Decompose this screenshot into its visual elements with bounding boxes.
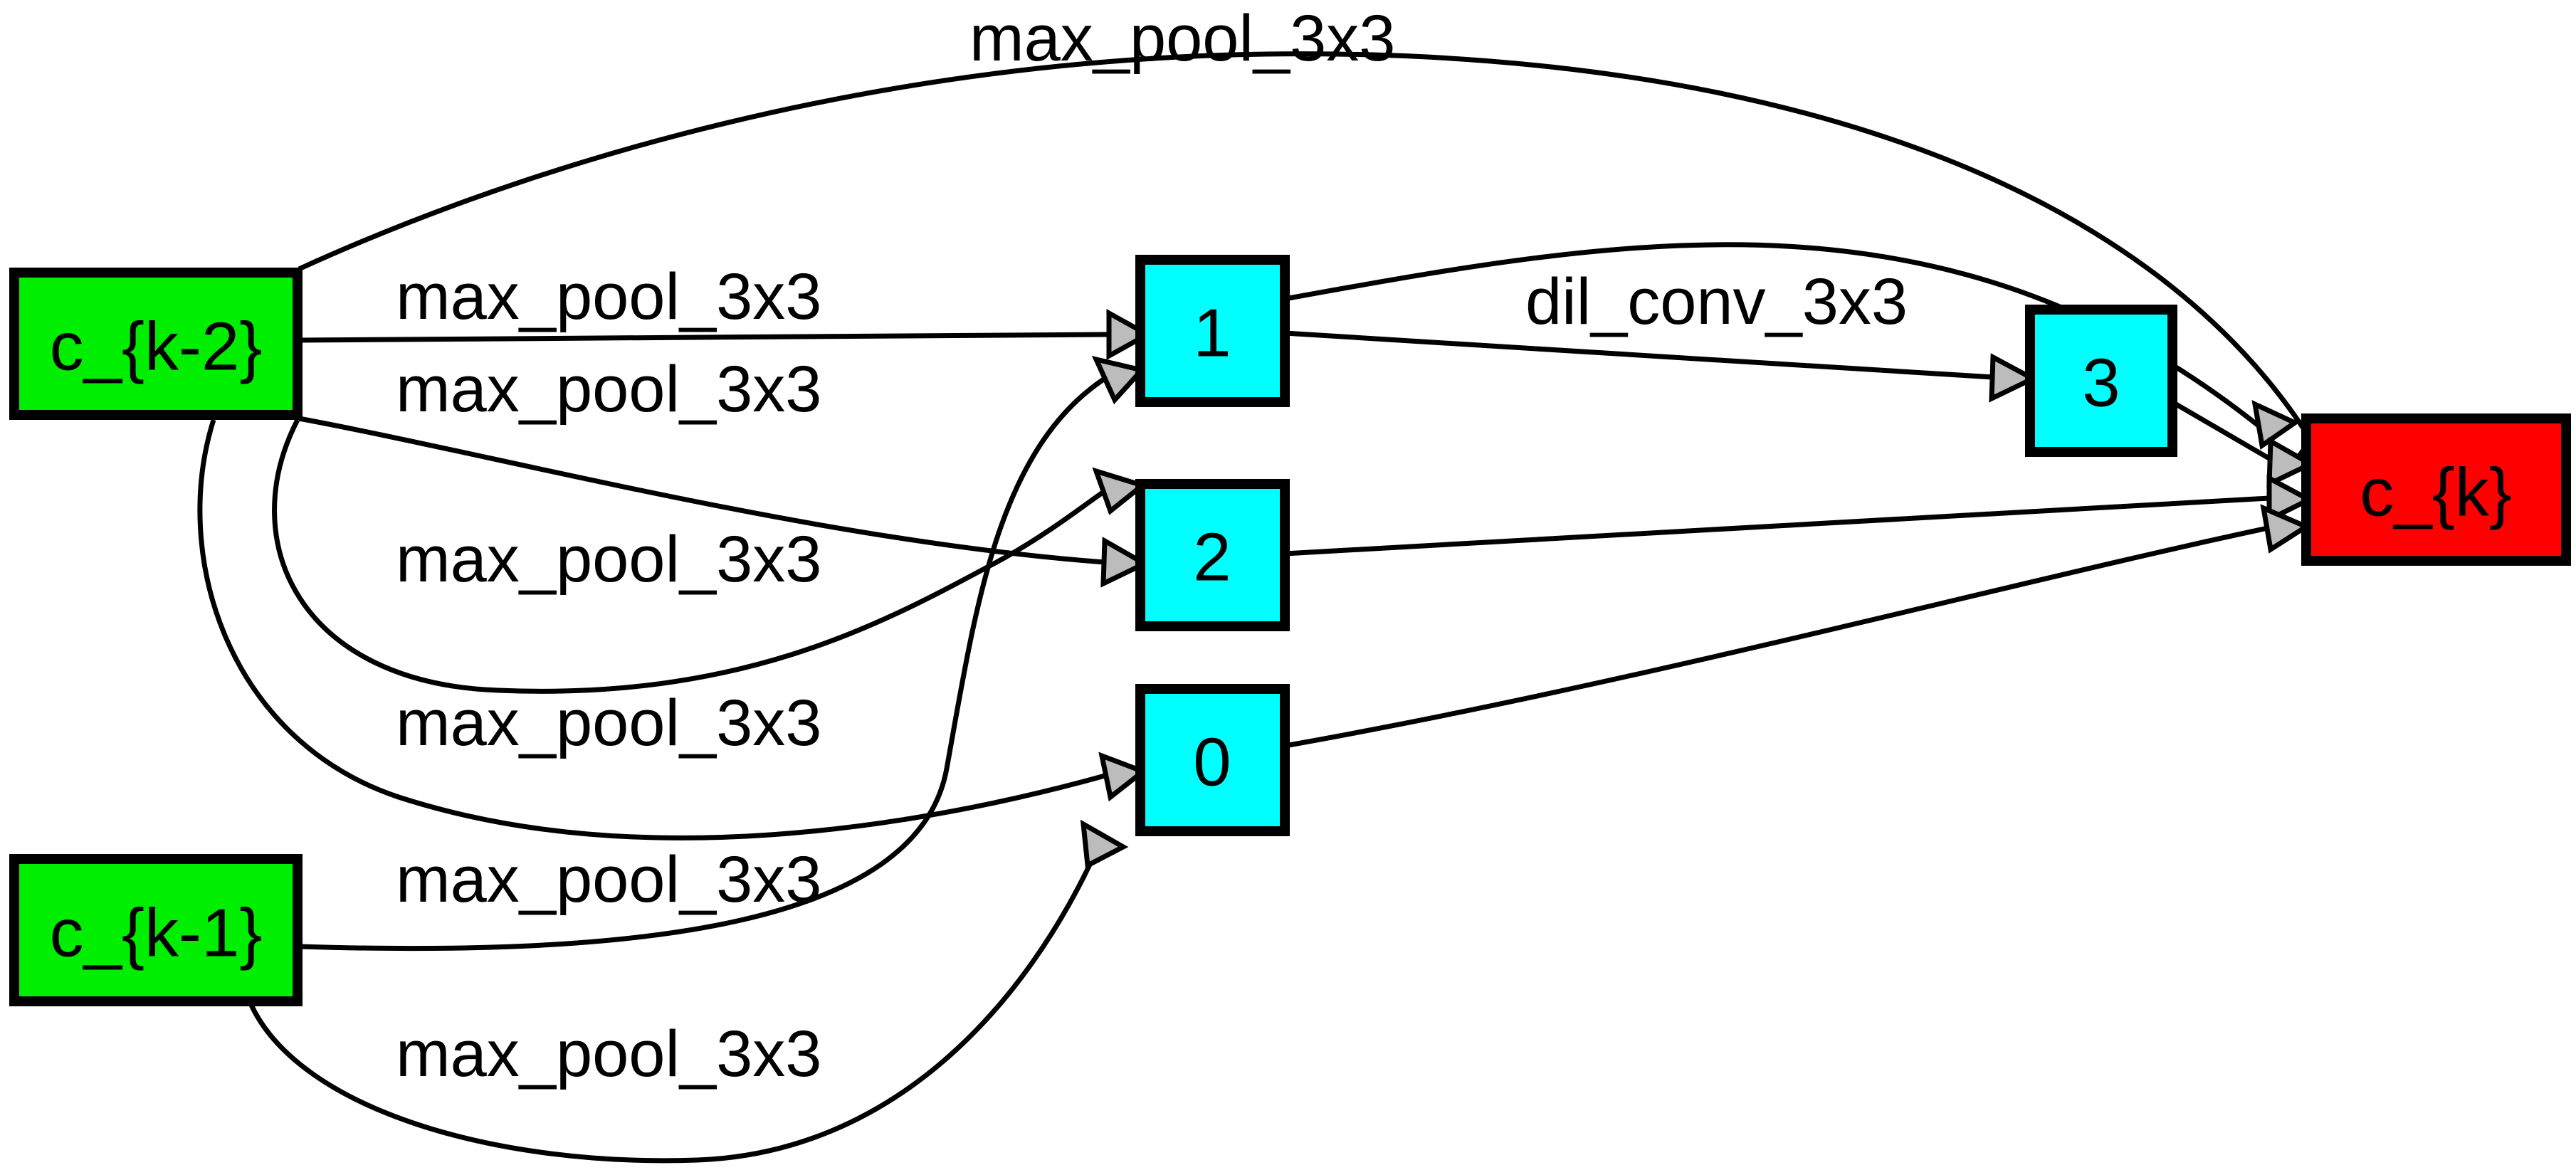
edge-ck2-to-n2-b bbox=[272, 418, 1148, 694]
node-1[interactable]: 1 bbox=[1135, 255, 1290, 407]
edge-n1-to-n3 bbox=[1284, 330, 2039, 403]
edge-n3-to-ck bbox=[2171, 399, 2316, 488]
edge-ck1-to-n1 bbox=[298, 355, 1147, 952]
node-3-label: 3 bbox=[2082, 345, 2120, 421]
edge-label-ck2-ck: max_pool_3x3 bbox=[969, 2, 1395, 75]
nodes-layer: c_{k-2} c_{k-1} 1 2 0 3 bbox=[9, 255, 2571, 1006]
edges-layer bbox=[197, 51, 2346, 1164]
node-1-label: 1 bbox=[1193, 295, 1231, 371]
node-2[interactable]: 2 bbox=[1135, 479, 1290, 631]
edge-label-ck1-n1: max_pool_3x3 bbox=[396, 843, 821, 916]
edge-ck2-to-n0 bbox=[197, 418, 1149, 840]
edge-label-ck2-n2-b: max_pool_3x3 bbox=[396, 523, 821, 596]
edge-ck2-to-n1-a bbox=[298, 309, 1153, 360]
edge-label-ck1-n0: max_pool_3x3 bbox=[396, 1018, 821, 1090]
node-0-label: 0 bbox=[1193, 724, 1231, 801]
edge-n0-to-ck bbox=[1284, 504, 2312, 749]
node-0[interactable]: 0 bbox=[1135, 684, 1290, 836]
edge-label-ck2-n1: max_pool_3x3 bbox=[396, 260, 821, 333]
edge-ck2-to-n2-a bbox=[298, 416, 1150, 588]
edge-n2-to-ck bbox=[1284, 474, 2315, 557]
edge-label-ck2-n2-a: max_pool_3x3 bbox=[396, 353, 821, 426]
edge-labels-layer: max_pool_3x3 max_pool_3x3 max_pool_3x3 m… bbox=[396, 2, 1908, 1090]
node-ck1[interactable]: c_{k-1} bbox=[9, 854, 303, 1006]
node-ck2-label: c_{k-2} bbox=[50, 309, 263, 385]
node-ck[interactable]: c_{k} bbox=[2301, 413, 2571, 566]
node-ck2[interactable]: c_{k-2} bbox=[9, 268, 303, 420]
edge-label-ck2-n0: max_pool_3x3 bbox=[396, 687, 821, 759]
node-3[interactable]: 3 bbox=[2025, 305, 2177, 457]
node-ck1-label: c_{k-1} bbox=[50, 895, 263, 971]
edge-label-n1-n3: dil_conv_3x3 bbox=[1525, 265, 1908, 338]
node-2-label: 2 bbox=[1193, 520, 1231, 596]
node-ck-label: c_{k} bbox=[2360, 455, 2512, 531]
edge-ck1-to-n0 bbox=[248, 819, 1129, 1164]
